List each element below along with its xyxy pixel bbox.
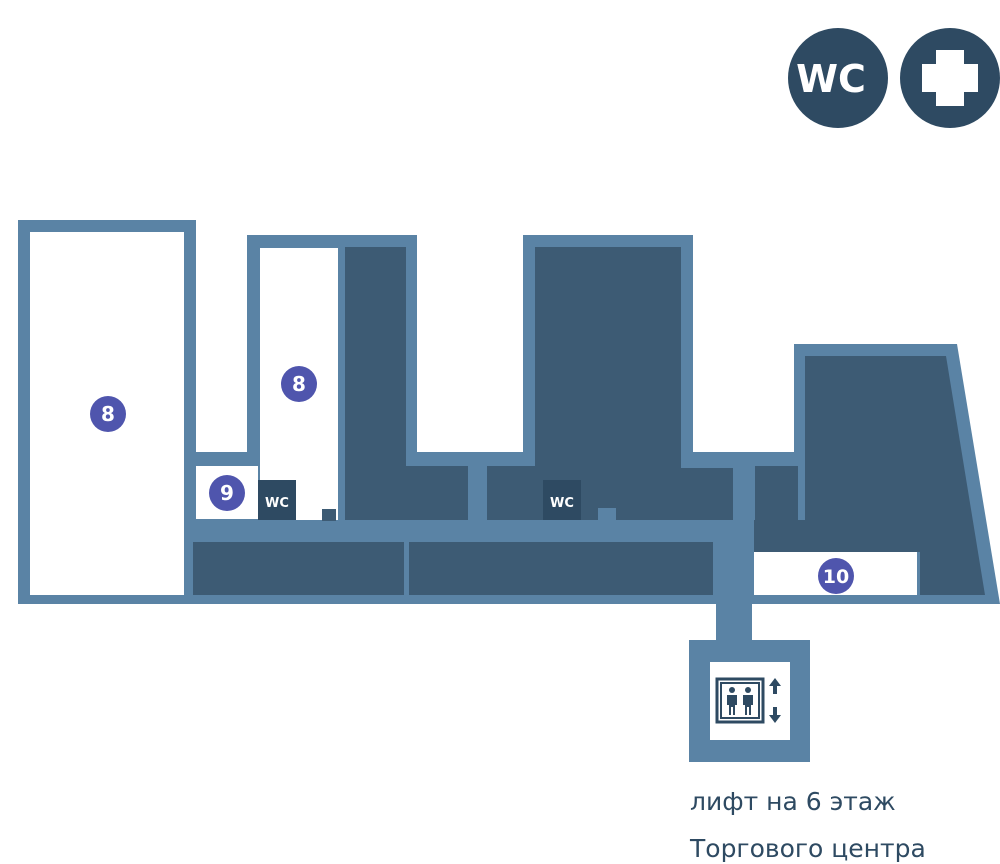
restroom-central-label: WC — [550, 496, 574, 511]
cross-icon — [922, 50, 978, 106]
badge-left-hall-number: 8 — [101, 402, 115, 426]
first-aid-icon[interactable] — [900, 28, 1000, 128]
badge-middle-hall[interactable]: 8 — [281, 366, 317, 402]
restroom-central[interactable]: WC — [543, 480, 581, 520]
badge-small-shop[interactable]: 9 — [209, 475, 245, 511]
badge-right-shop[interactable]: 10 — [818, 558, 854, 594]
room-east-block — [754, 356, 985, 595]
arrow-down-icon — [769, 707, 781, 723]
badge-right-shop-number: 10 — [823, 566, 849, 588]
elevator-icon[interactable] — [715, 677, 781, 724]
room-small-3 — [668, 468, 733, 520]
door-mark — [322, 509, 336, 521]
elevator-caption-line2: Торгового центра — [689, 834, 926, 863]
room-small-2 — [487, 466, 544, 520]
legend-wc-label: WC — [796, 57, 866, 101]
restroom-west-label: WC — [265, 496, 289, 511]
room-small-4 — [755, 466, 798, 520]
badge-small-shop-number: 9 — [220, 481, 234, 505]
door-mark-center — [598, 508, 616, 520]
restroom-west[interactable]: WC — [258, 480, 296, 520]
badge-left-hall[interactable]: 8 — [90, 396, 126, 432]
room-small-1 — [391, 466, 468, 520]
corridor-room-central — [409, 542, 713, 595]
room-large-center — [535, 247, 681, 520]
arrow-up-icon — [769, 678, 781, 694]
corridor-room-west — [193, 542, 404, 595]
badge-middle-hall-number: 8 — [292, 372, 306, 396]
elevator-caption-line1: лифт на 6 этаж — [690, 787, 896, 816]
legend-wc-icon[interactable]: WC — [788, 28, 888, 128]
